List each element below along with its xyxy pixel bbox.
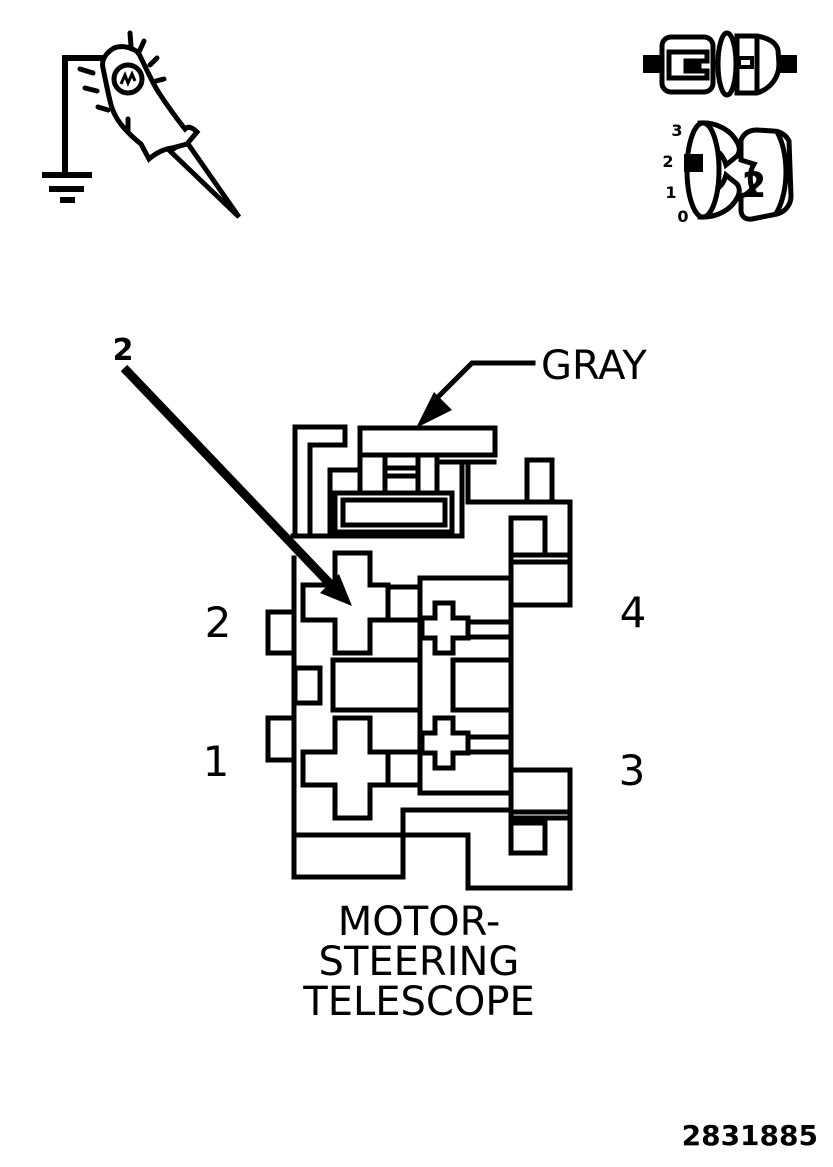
connector-face-diagram: 2 1 4 3 [203,424,647,891]
terminal-1-cavity [300,715,391,821]
pin-label-3: 3 [619,746,646,795]
dial-position-1: 1 [665,183,676,202]
terminal-profile [666,49,710,81]
connector-center-block [330,575,514,796]
left-wire-stub [643,55,664,73]
color-callout: GRAY [416,343,647,428]
pin-label-2: 2 [205,598,232,647]
connector-top-key [290,424,498,539]
terminal-1-link [385,749,423,788]
bulb-filament [119,70,137,87]
caption-line-1: MOTOR- [338,899,501,945]
disconnected-connector-icon [643,30,797,98]
probe-needle [165,137,242,219]
terminal-4-cross [419,600,471,656]
cavity-3-region [291,767,573,891]
caption-line-2: STEERING [319,939,520,985]
pin-callout-arrow-shaft [120,364,337,591]
pin-callout-label: 2 [113,333,134,368]
color-label: GRAY [541,343,647,389]
key-position-dial-icon: 3 2 1 0 2 [662,120,794,226]
key-position-value: 2 [742,166,766,206]
seal-ring-icon [715,30,739,98]
key-head [738,127,794,222]
terminal-3-cross [419,715,471,771]
right-wire-stub [779,55,797,73]
terminal-2-link [385,584,423,623]
pin-label-4: 4 [620,588,647,637]
pin-callout-arrowhead [320,574,352,606]
female-slot [737,56,754,69]
dial-position-0: 0 [677,207,688,226]
dial-marker [684,154,703,172]
key-head-depth-line [773,128,789,216]
color-leader-line [434,360,536,401]
pin-label-1: 1 [203,737,230,786]
dial-position-2: 2 [662,152,673,171]
pin-callout: 2 [113,333,352,606]
figure-number: 2831885 [682,1119,818,1152]
dial-position-3: 3 [671,121,682,140]
light-rays-icon [77,30,167,133]
caption-line-3: TELESCOPE [302,979,534,1025]
connector-left-wall [265,555,323,880]
terminal-2-cavity [300,550,391,656]
ground-symbol-icon [42,172,92,203]
test-light-to-ground-icon [42,30,242,219]
color-arrowhead [416,392,452,428]
connector-caption: MOTOR- STEERING TELESCOPE [302,899,534,1025]
